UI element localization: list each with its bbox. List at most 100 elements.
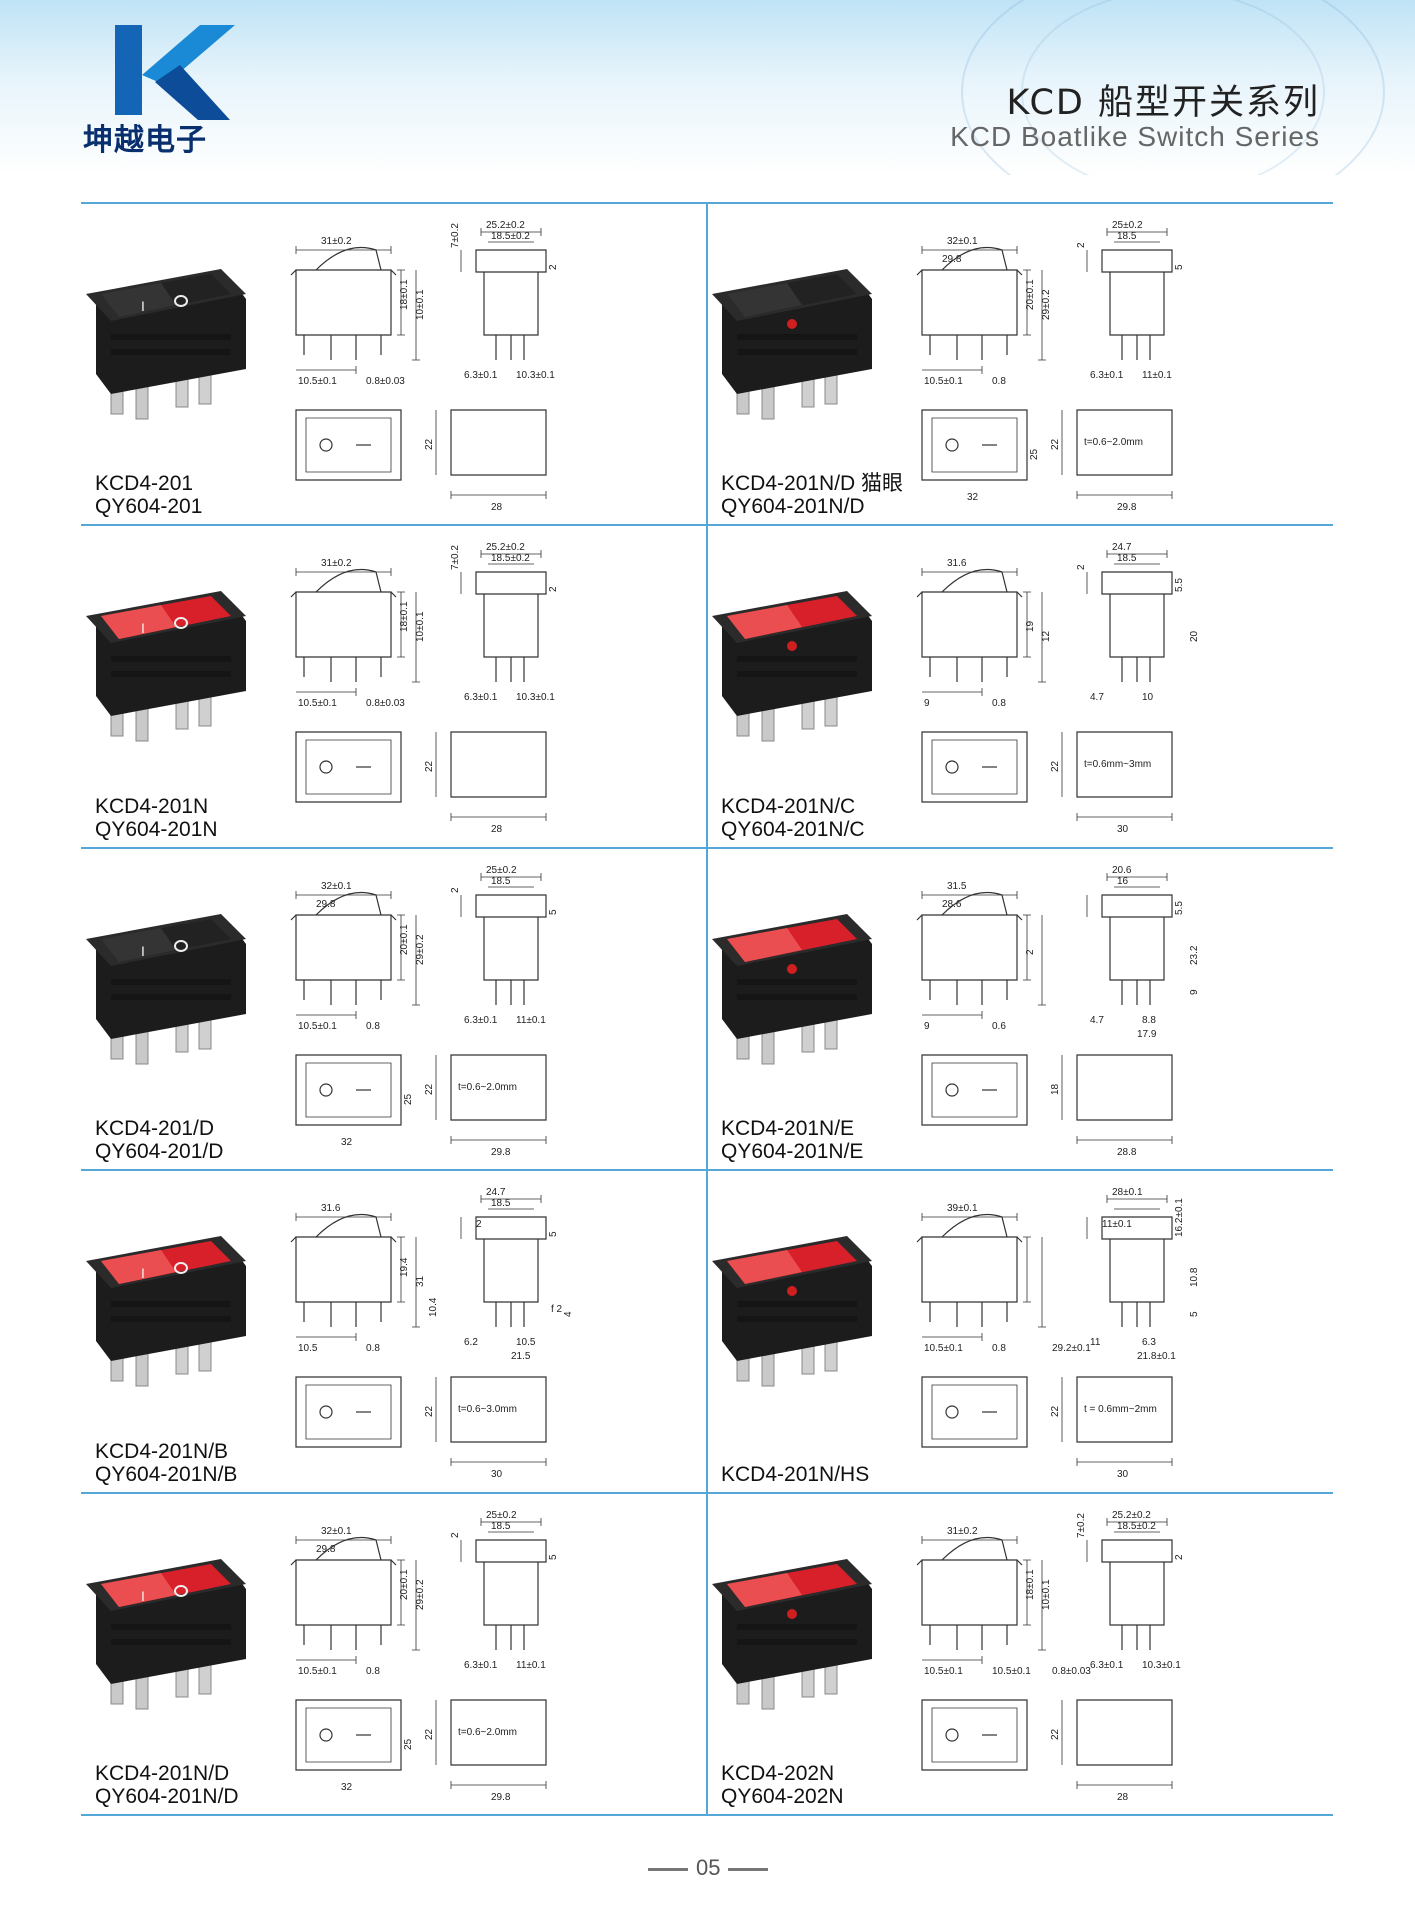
- outline-stroke: [495, 1624, 525, 1650]
- outline-stroke: [295, 1236, 392, 1303]
- dimension-label: 10.5±0.1: [924, 376, 963, 387]
- dimension-label: 18±0.1: [399, 279, 410, 310]
- dimension-label: 39±0.1: [947, 1203, 978, 1214]
- outline-stroke: [303, 335, 382, 360]
- dimension-label: 10: [1142, 692, 1154, 703]
- outline-stroke: [480, 1517, 542, 1526]
- dimension-label: 7±0.2: [450, 223, 461, 248]
- outline-stroke: [1121, 1624, 1151, 1650]
- off-symbol-icon: [945, 1727, 959, 1742]
- outline-stroke: [290, 269, 397, 276]
- footer-dash: [648, 1867, 688, 1871]
- outline-stroke: [450, 1135, 547, 1144]
- outline-stroke: [921, 568, 1018, 577]
- svg-text:I: I: [141, 1588, 145, 1604]
- dimension-label: 29±0.2: [1041, 289, 1052, 320]
- outline-stroke: [305, 1062, 392, 1118]
- outline-stroke: [1076, 1054, 1173, 1121]
- dimension-label: 18.5: [1117, 231, 1137, 242]
- dimension-label: 20±0.1: [399, 1569, 410, 1600]
- dimension-label: 5: [548, 909, 559, 915]
- outline-stroke: [921, 731, 1028, 803]
- outline-stroke: [295, 1558, 392, 1626]
- outline-stroke: [921, 1213, 1018, 1222]
- outline-stroke: [1076, 1780, 1173, 1789]
- dimension-label: 25.2±0.2: [1112, 1510, 1151, 1521]
- dimension-label: 5.5: [1174, 578, 1185, 592]
- outline-stroke: [929, 979, 1008, 1005]
- dimension-label: 10.5±0.1: [298, 376, 337, 387]
- outline-stroke: [295, 1054, 402, 1126]
- dimension-label: 28: [491, 502, 503, 513]
- outline-stroke: [1109, 594, 1165, 658]
- outline-stroke: [475, 1216, 547, 1240]
- dimension-label: 32: [341, 1782, 353, 1793]
- outline-stroke: [916, 1236, 1023, 1243]
- dimension-label: 18±0.1: [399, 601, 410, 632]
- dimension-label: 29.8: [316, 899, 336, 910]
- dimension-label: 6.3±0.1: [464, 370, 498, 381]
- dimension-label: 6.3±0.1: [1090, 1660, 1124, 1671]
- dimension-label: 0.8: [992, 376, 1006, 387]
- top-divider: [81, 202, 1333, 204]
- svg-text:I: I: [141, 943, 145, 959]
- dimension-label: 21.8±0.1: [1137, 1351, 1176, 1362]
- outline-stroke: [296, 688, 357, 697]
- dimension-label: 25.2±0.2: [486, 220, 525, 231]
- dimension-label: 12: [1041, 631, 1052, 643]
- model-number-kcd: KCD4-201N/HS: [721, 1462, 870, 1486]
- dimension-label: 31±0.2: [321, 236, 352, 247]
- dimension-label: 11: [1090, 1337, 1101, 1348]
- switch-photo: I: [81, 884, 251, 1089]
- outline-stroke: [941, 1536, 1008, 1561]
- page-number: 05: [696, 1855, 721, 1880]
- dimension-label: 4.7: [1090, 692, 1104, 703]
- model-number-qy: QY604-201N/D: [721, 495, 865, 519]
- outline-stroke: [931, 417, 1018, 473]
- outline-stroke: [1023, 1236, 1031, 1303]
- svg-text:I: I: [141, 1265, 145, 1281]
- dimension-label: 16: [1117, 876, 1129, 887]
- outline-stroke: [1101, 1538, 1173, 1563]
- outline-stroke: [483, 1561, 539, 1626]
- outline-stroke: [495, 1302, 525, 1328]
- outline-stroke: [295, 591, 392, 658]
- outline-stroke: [931, 739, 1018, 795]
- dimension-label: 10.4: [428, 1297, 439, 1317]
- dimension-label: 9: [1189, 989, 1200, 995]
- outline-stroke: [296, 1010, 357, 1019]
- dimension-label: t=0.6~2.0mm: [1084, 437, 1143, 448]
- model-number-kcd: KCD4-201N/C: [721, 794, 856, 818]
- outline-stroke: [295, 1213, 392, 1222]
- outline-stroke: [303, 979, 382, 1005]
- dimension-label: 22: [424, 761, 435, 773]
- outline-stroke: [475, 249, 547, 273]
- outline-stroke: [916, 1559, 1023, 1566]
- outline-stroke: [295, 1376, 402, 1448]
- switch-photo: [707, 239, 877, 444]
- dimension-label: 2: [1076, 564, 1087, 570]
- model-labels: KCD4-201N/HS: [721, 1463, 869, 1486]
- dimension-label: 10.3±0.1: [516, 370, 555, 381]
- dimension-label: 6.3: [1142, 1337, 1156, 1348]
- outline-stroke: [315, 246, 382, 271]
- outline-stroke: [922, 366, 983, 374]
- dimension-label: 29±0.2: [415, 934, 426, 965]
- outline-stroke: [295, 731, 402, 803]
- dimension-label: 10.5±0.1: [298, 698, 337, 709]
- dimension-label: 32: [967, 492, 979, 503]
- outline-stroke: [483, 272, 539, 336]
- dimension-label: 20±0.1: [399, 924, 410, 955]
- outline-stroke: [475, 1538, 547, 1563]
- dimension-label: t=0.6mm~3mm: [1084, 759, 1151, 770]
- dimension-label: 11±0.1: [1102, 1219, 1132, 1230]
- outline-stroke: [295, 409, 402, 481]
- outline-stroke: [475, 571, 547, 595]
- model-number-kcd: KCD4-201N/D 猫眼: [721, 472, 904, 496]
- outline-stroke: [1101, 571, 1173, 595]
